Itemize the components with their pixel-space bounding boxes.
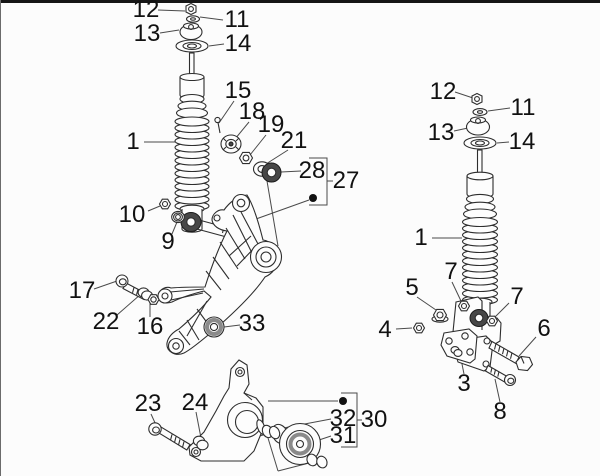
right-shock-absorber — [461, 149, 499, 320]
left-fasteners — [115, 198, 225, 338]
right-top-mount-hardware — [463, 92, 497, 150]
callout-10: 10 — [118, 201, 146, 228]
callout-1-left: 1 — [126, 128, 140, 155]
callout-18: 18 — [238, 98, 266, 125]
callout-7-upper: 7 — [444, 258, 458, 285]
callout-14-right: 14 — [508, 128, 536, 155]
callout-24: 24 — [181, 389, 209, 416]
callout-21: 21 — [280, 127, 308, 154]
right-mount-assembly — [412, 296, 534, 387]
engine-mount-group — [148, 359, 328, 469]
callout-7-lower: 7 — [510, 283, 524, 310]
callout-32: 32 — [329, 405, 357, 432]
callout-15: 15 — [224, 77, 252, 104]
left-border — [0, 0, 1, 476]
callout-13-left: 13 — [133, 20, 161, 47]
callout-14-left: 14 — [224, 30, 252, 57]
left-top-mount-hardware — [175, 2, 209, 53]
spacer-32-rear — [306, 453, 328, 469]
callout-11-right: 11 — [510, 94, 536, 121]
callout-5: 5 — [405, 274, 419, 301]
callout-22: 22 — [92, 308, 120, 335]
callout-11-left: 11 — [224, 6, 250, 33]
bullet-marker-27 — [309, 194, 317, 202]
callout-16: 16 — [136, 313, 164, 340]
bullet-marker-30 — [339, 397, 347, 405]
callout-13-right: 13 — [427, 119, 455, 146]
swingarm — [157, 193, 283, 355]
callout-1-right: 1 — [414, 224, 428, 251]
callout-9: 9 — [161, 228, 175, 255]
callout-12-right: 12 — [429, 78, 457, 105]
callout-27: 27 — [332, 167, 360, 194]
callout-4: 4 — [378, 316, 392, 343]
callout-23: 23 — [134, 390, 162, 417]
callout-19: 19 — [257, 111, 285, 138]
spacer-32-front — [261, 424, 281, 440]
callout-12-left: 12 — [132, 0, 160, 23]
callout-33: 33 — [238, 310, 266, 337]
callout-30: 30 — [360, 406, 388, 433]
callout-8: 8 — [493, 398, 507, 425]
top-border — [0, 0, 600, 3]
callout-17: 17 — [68, 277, 96, 304]
callout-3: 3 — [457, 370, 471, 397]
callout-31: 31 — [329, 422, 357, 449]
swingarm-hardware — [214, 116, 282, 183]
callout-28: 28 — [298, 157, 326, 184]
callout-6: 6 — [537, 315, 551, 342]
